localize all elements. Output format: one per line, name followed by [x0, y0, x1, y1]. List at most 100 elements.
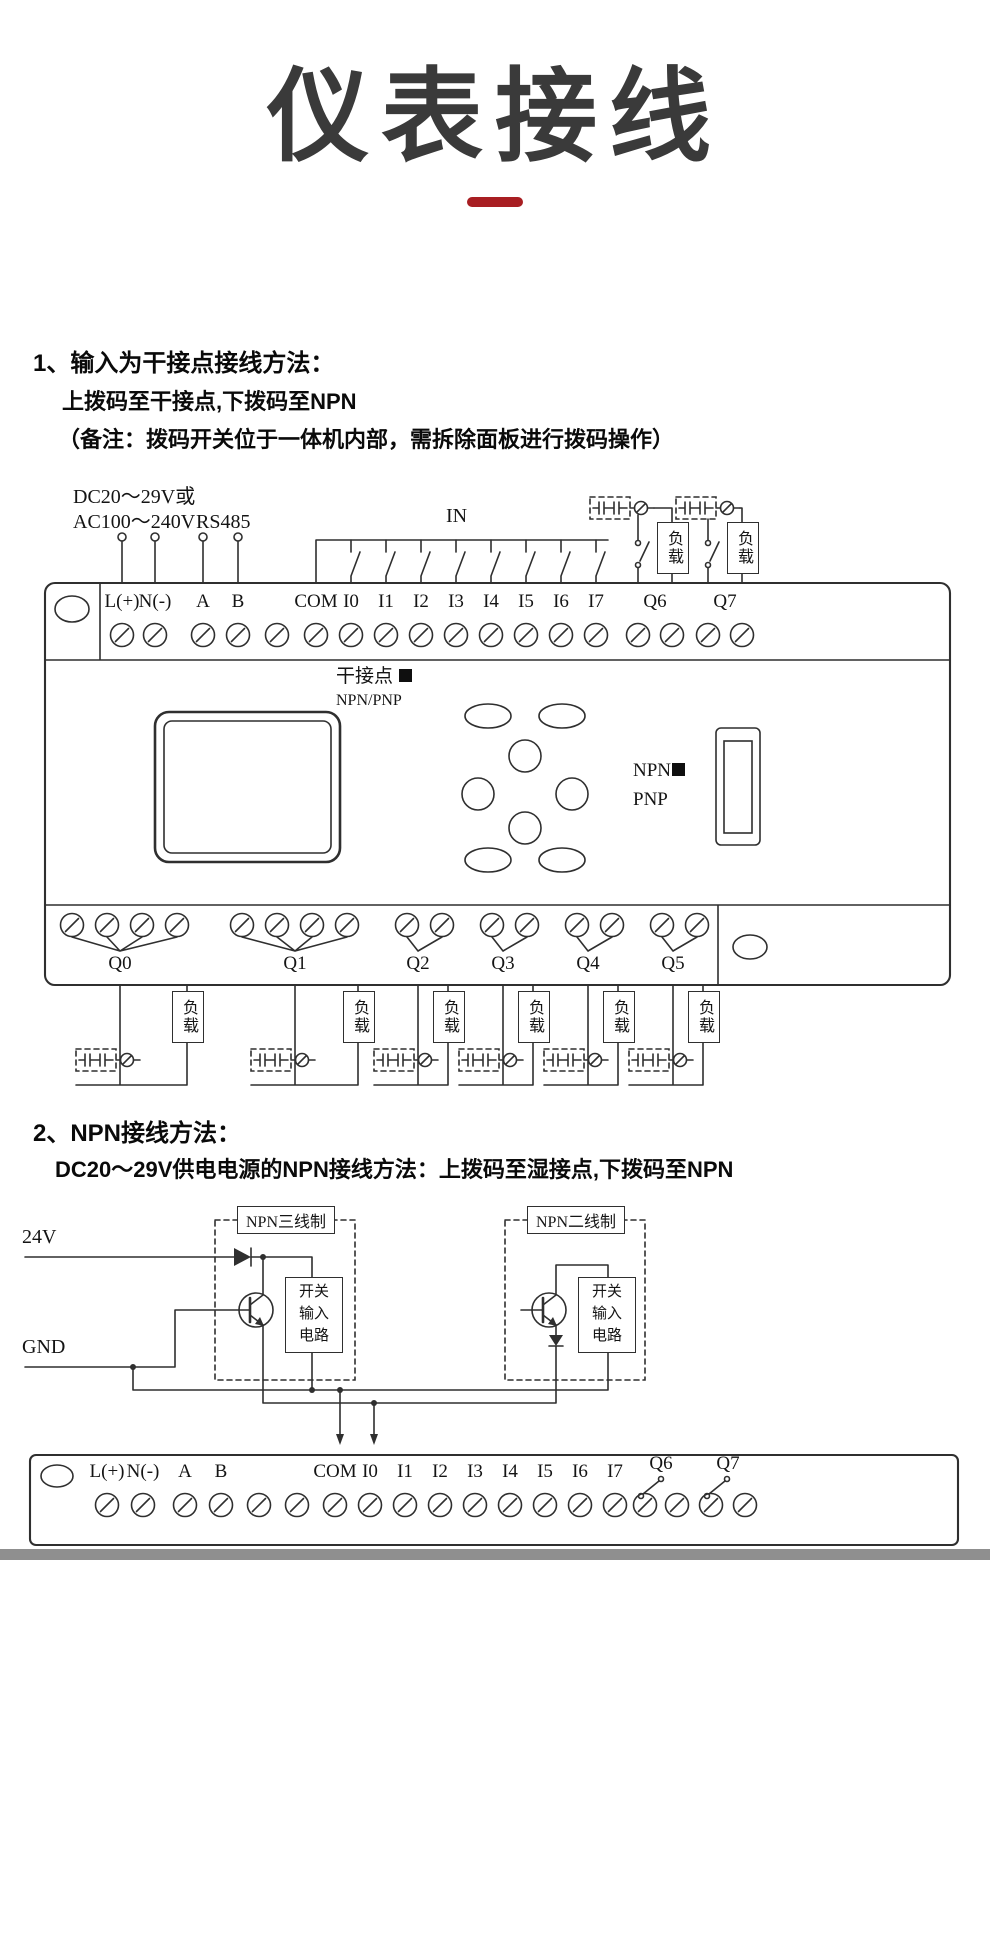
dip1-sublabel: NPN/PNP: [336, 692, 402, 709]
q5-snubber: [628, 1048, 694, 1072]
q1-snubber: [250, 1048, 316, 1072]
q6-snubber: [589, 496, 655, 520]
load-box-q5: 负载: [688, 991, 720, 1043]
in-bus-label: IN: [446, 505, 468, 527]
strip-label-com: COM: [313, 1461, 357, 1482]
dip2-label: NPN: [633, 760, 672, 781]
label-24v: 24V: [22, 1226, 57, 1248]
section2-line1: DC20～29V供电电源的NPN接线方法：上拨码至湿接点,下拨码至NPN: [55, 1157, 734, 1182]
q0-snubber: [75, 1048, 141, 1072]
terminal-label-i1: I1: [378, 591, 394, 612]
output-load-wiring: [75, 984, 704, 1086]
strip-label-i0: I0: [362, 1461, 378, 1482]
dip2-sublabel: PNP: [633, 789, 668, 810]
load-box-q7: 负载: [727, 522, 759, 574]
strip-label-i7: I7: [607, 1461, 623, 1482]
terminal-label-i6: I6: [553, 591, 569, 612]
input-bus-and-switches: [315, 539, 609, 584]
bottom-terminal-strip: [0, 1453, 990, 1560]
npn-2wire-box: [504, 1219, 646, 1381]
terminal-label-q7: Q7: [713, 591, 737, 612]
title-accent-dash: [467, 197, 523, 207]
junction-dots: [130, 1254, 377, 1406]
terminal-label-n: N(-): [138, 591, 172, 612]
output-group-links: [71, 936, 698, 952]
strip-label-i1: I1: [397, 1461, 413, 1482]
q2-snubber: [373, 1048, 439, 1072]
output-label-q5: Q5: [661, 953, 685, 974]
q3-snubber: [458, 1048, 524, 1072]
display-screen: [153, 710, 342, 864]
diode-2wire: [548, 1335, 564, 1347]
page-title: 仪表接线: [267, 60, 723, 174]
terminal-label-l: L(+): [104, 591, 140, 612]
npn-2wire-title: NPN二线制: [527, 1206, 625, 1234]
strip-label-i2: I2: [432, 1461, 448, 1482]
terminal-label-i5: I5: [518, 591, 534, 612]
npn-transistor-3wire: [238, 1292, 274, 1328]
strip-label-n: N(-): [126, 1461, 160, 1482]
strip-label-a: A: [178, 1461, 192, 1482]
top-terminal-screws: [109, 622, 755, 648]
relay-contact-symbols: [637, 1475, 731, 1500]
q6-output-circuit: [589, 496, 673, 584]
load-box-q4: 负载: [603, 991, 635, 1043]
rs485-label: RS485: [196, 511, 251, 533]
strip-label-q6: Q6: [649, 1453, 673, 1474]
terminal-label-i7: I7: [588, 591, 604, 612]
bottom-terminal-screws: [59, 912, 710, 938]
strip-label-b: B: [214, 1461, 228, 1482]
side-connector: [715, 727, 761, 846]
output-label-q3: Q3: [491, 953, 515, 974]
section1-heading: 1、输入为干接点接线方法：: [33, 350, 335, 377]
switch-input-circuit-1: 开关 输入 电路: [285, 1277, 343, 1353]
power-label-dc: DC20～29V或: [73, 486, 196, 508]
strip-screws: [94, 1492, 758, 1518]
output-label-q4: Q4: [576, 953, 600, 974]
strip-label-i6: I6: [572, 1461, 588, 1482]
terminal-label-i2: I2: [413, 591, 429, 612]
dip1-indicator-square: [399, 669, 412, 682]
strip-label-l: L(+): [89, 1461, 125, 1482]
terminal-label-i4: I4: [483, 591, 499, 612]
output-label-q1: Q1: [283, 953, 307, 974]
npn-wiring-diagram: [24, 1219, 646, 1445]
mounting-hole-bottom: [732, 934, 768, 960]
output-label-q2: Q2: [406, 953, 430, 974]
q7-snubber: [675, 496, 741, 520]
plc-body-outline: [43, 581, 952, 987]
switch-input-circuit-2: 开关 输入 电路: [578, 1277, 636, 1353]
load-box-q1: 负载: [343, 991, 375, 1043]
terminal-label-i3: I3: [448, 591, 464, 612]
strip-label-i4: I4: [502, 1461, 518, 1482]
terminal-label-q6: Q6: [643, 591, 667, 612]
mounting-hole: [40, 1464, 74, 1488]
terminal-label-i0: I0: [343, 591, 359, 612]
power-input-wires: [117, 532, 243, 584]
strip-label-i5: I5: [537, 1461, 553, 1482]
q4-snubber: [543, 1048, 609, 1072]
section2-heading: 2、NPN接线方法：: [33, 1120, 242, 1147]
terminal-label-com: COM: [294, 591, 338, 612]
terminal-label-b: B: [231, 591, 245, 612]
terminal-arrows: [336, 1434, 378, 1445]
npn-transistor-2wire: [531, 1292, 567, 1328]
power-label-ac: AC100～240V: [73, 511, 196, 533]
strip-label-q7: Q7: [716, 1453, 740, 1474]
keypad-buttons: [461, 703, 589, 873]
label-gnd: GND: [22, 1336, 66, 1358]
load-box-q0: 负载: [172, 991, 204, 1043]
diode-24v: [234, 1247, 252, 1267]
terminal-label-a: A: [196, 591, 210, 612]
mounting-hole-top: [54, 595, 90, 623]
dip1-label: 干接点: [336, 666, 394, 687]
load-box-q3: 负载: [518, 991, 550, 1043]
npn-3wire-box: [214, 1219, 356, 1381]
load-box-q2: 负载: [433, 991, 465, 1043]
section1-note: （备注：拨码开关位于一体机内部，需拆除面板进行拨码操作）: [58, 427, 675, 452]
npn-circuit-wires: [24, 1256, 609, 1437]
output-label-q0: Q0: [108, 953, 132, 974]
strip-outline: [28, 1453, 960, 1547]
q7-output-circuit: [675, 496, 743, 584]
